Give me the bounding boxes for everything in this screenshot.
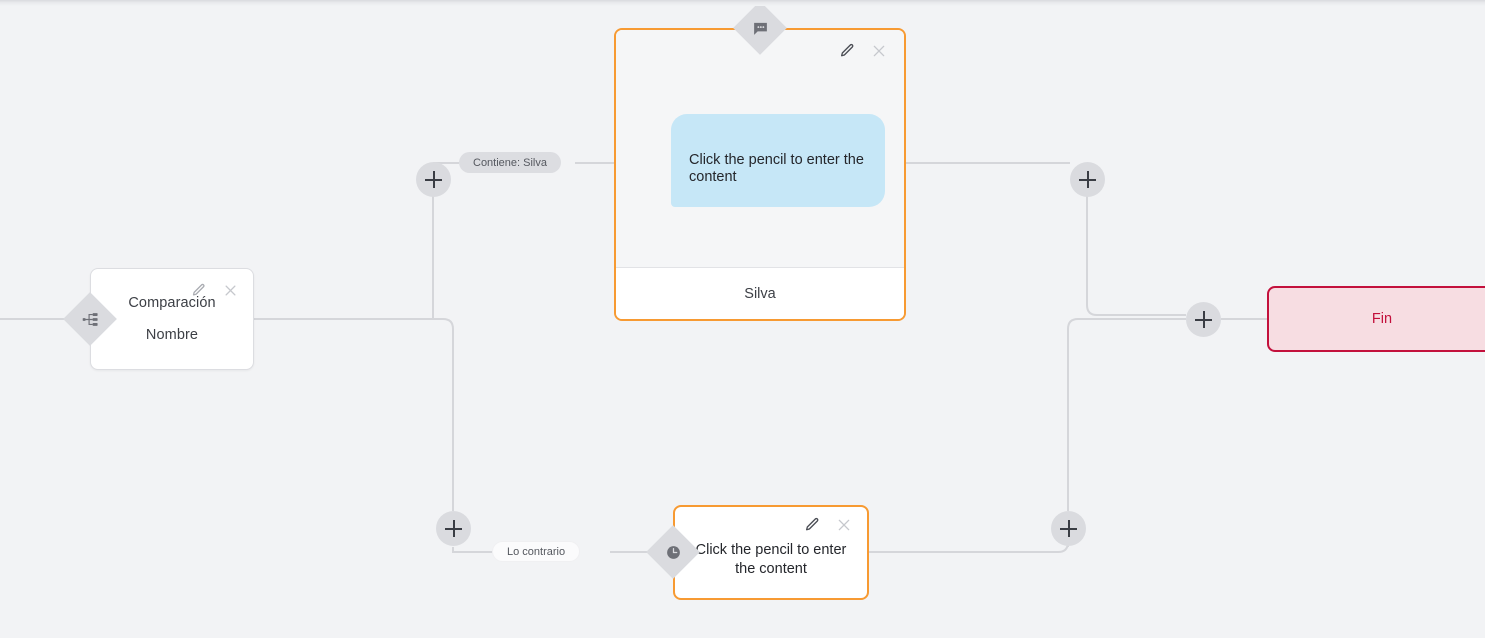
node-end[interactable]: Fin xyxy=(1267,286,1485,352)
node-comparison[interactable]: Comparación Nombre xyxy=(90,268,254,370)
add-node-button-bottom-right[interactable] xyxy=(1051,511,1086,546)
node-message[interactable]: Click the pencil to enter the content Si… xyxy=(614,28,906,321)
chat-bubble-icon xyxy=(741,9,779,47)
node-message-actions xyxy=(838,42,888,60)
add-node-button-top-right[interactable] xyxy=(1070,162,1105,197)
node-comparison-title: Comparación xyxy=(128,295,216,311)
branch-icon xyxy=(71,300,109,338)
node-comparison-handle[interactable] xyxy=(63,292,117,346)
clock-icon xyxy=(654,533,692,571)
pencil-icon[interactable] xyxy=(803,516,821,534)
toolbar-edge xyxy=(0,0,1485,6)
add-node-button-end[interactable] xyxy=(1186,302,1221,337)
node-wait-actions xyxy=(803,516,853,534)
node-wait-text: Click the pencil to enter the content xyxy=(695,541,847,577)
node-message-handle[interactable] xyxy=(733,1,787,55)
close-icon[interactable] xyxy=(870,42,888,60)
node-comparison-subtitle: Nombre xyxy=(145,327,199,343)
node-wait-handle[interactable] xyxy=(646,525,700,579)
close-icon[interactable] xyxy=(835,516,853,534)
edge-label-contrario[interactable]: Lo contrario xyxy=(492,541,581,562)
pencil-icon[interactable] xyxy=(189,281,207,299)
close-icon[interactable] xyxy=(221,281,239,299)
add-node-button-bottom-left[interactable] xyxy=(436,511,471,546)
node-message-body: Click the pencil to enter the content xyxy=(616,30,904,267)
message-bubble[interactable]: Click the pencil to enter the content xyxy=(671,114,885,207)
node-wait[interactable]: Click the pencil to enter the content xyxy=(673,505,869,600)
node-message-footer: Silva xyxy=(616,267,904,319)
add-node-button-top-left[interactable] xyxy=(416,162,451,197)
node-comparison-actions xyxy=(189,281,239,299)
edge-label-contiene[interactable]: Contiene: Silva xyxy=(459,152,561,173)
pencil-icon[interactable] xyxy=(838,42,856,60)
